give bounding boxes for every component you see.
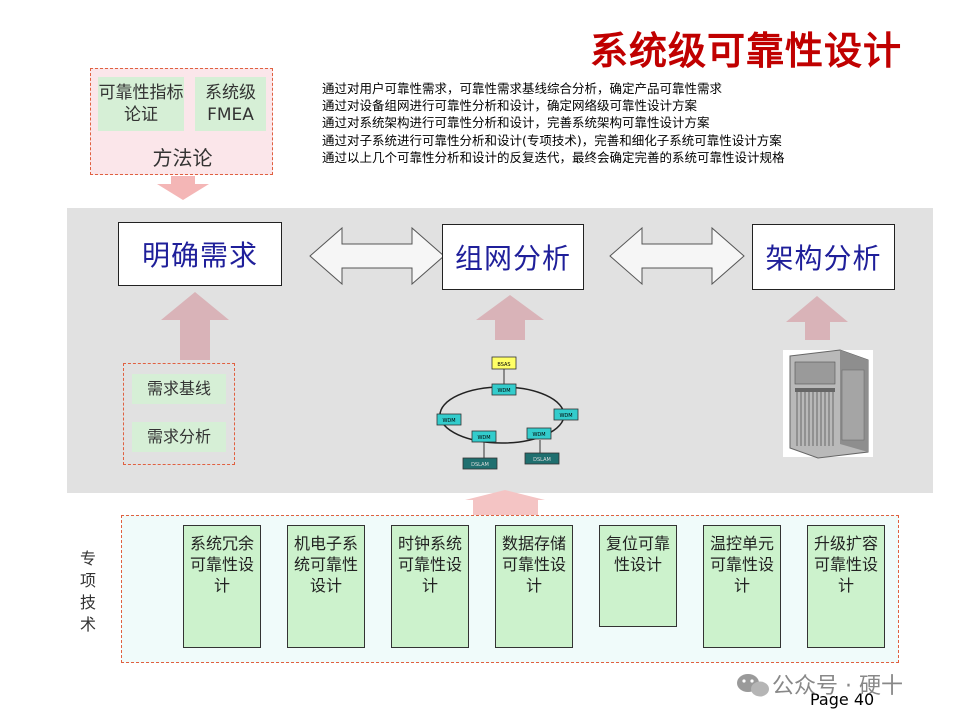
network-node-wdm-label: WDM [559,413,572,419]
stage-architecture: 架构分析 [752,224,895,290]
footer-brand: 公众号 · 硬十 [772,674,903,699]
network-node-wdm [553,408,579,421]
requirement-inputs-box: 需求基线 需求分析 [123,363,235,465]
network-node-dslam [462,457,498,470]
wechat-icon [737,674,769,697]
tech-item: 复位可靠性设计 [599,525,677,627]
description-line: 通过以上几个可靠性分析和设计的反复迭代，最终会确定完善的系统可靠性设计规格 [322,149,785,165]
requirement-analysis-chip: 需求分析 [132,422,226,452]
methodology-chip-fmea: 系统级 FMEA [195,77,266,131]
methodology-label: 方法论 [152,146,213,170]
methodology-chip-fmea-line2: FMEA [207,105,254,125]
network-node-wdm [526,427,552,440]
network-node-wdm [491,383,517,396]
network-node-wdm-label: WDM [442,418,455,424]
tech-item: 升级扩容可靠性设计 [807,525,885,648]
network-up-arrow [476,295,544,340]
network-node-bsas-label: BSAS [497,362,510,368]
equipment-rack-image [783,349,873,459]
network-node-wdm-label: WDM [497,388,510,394]
network-node-wdm-label: WDM [477,435,490,441]
network-node-dslam-label: DSLAM [471,462,489,468]
network-diagram: BSAS WDM WDM WDM WDM WDM DSLAM DSLAM [436,356,579,470]
network-node-dslam [524,452,560,465]
tech-item: 时钟系统可靠性设计 [391,525,469,648]
description-line: 通过对设备组网进行可靠性分析和设计，确定网络级可靠性设计方案 [322,98,698,114]
tech-item: 数据存储可靠性设计 [495,525,573,648]
methodology-chip-reliability-index: 可靠性指标论证 [98,77,184,131]
methodology-box: 可靠性指标论证 系统级 FMEA 方法论 [90,68,273,175]
description-line: 通过对用户可靠性需求，可靠性需求基线综合分析，确定产品可靠性需求 [322,81,723,96]
network-node-wdm [436,413,462,426]
stage-networking: 组网分析 [442,224,584,290]
description-list: 通过对用户可靠性需求，可靠性需求基线综合分析，确定产品可靠性需求 通过对设备组网… [322,80,785,166]
network-node-dslam-label: DSLAM [533,457,551,463]
double-arrow-right [609,226,745,286]
description-line: 通过对子系统进行可靠性分析和设计(专项技术)，完善和细化子系统可靠性设计方案 [322,132,782,148]
requirement-up-arrow [161,292,229,360]
description-line: 通过对系统架构进行可靠性分析和设计，完善系统架构可靠性设计方案 [322,115,710,131]
double-arrow-left [309,226,445,286]
methodology-chip-fmea-line1: 系统级 [205,83,256,103]
architecture-up-arrow [786,296,848,340]
network-node-wdm-label: WDM [532,432,545,438]
requirement-baseline-chip: 需求基线 [132,374,226,404]
methodology-down-arrow [157,176,209,200]
network-node-bsas [491,356,517,370]
page-number: Page 40 [810,690,875,709]
special-tech-side-label: 专项技术 [79,549,96,634]
special-tech-up-arrow [465,490,545,517]
tech-item: 温控单元可靠性设计 [703,525,781,648]
stage-requirements: 明确需求 [118,222,282,286]
page-title: 系统级可靠性设计 [590,29,903,73]
tech-item: 系统冗余可靠性设计 [183,525,261,648]
tech-item: 机电子系统可靠性设计 [287,525,365,648]
network-node-wdm [471,430,497,443]
